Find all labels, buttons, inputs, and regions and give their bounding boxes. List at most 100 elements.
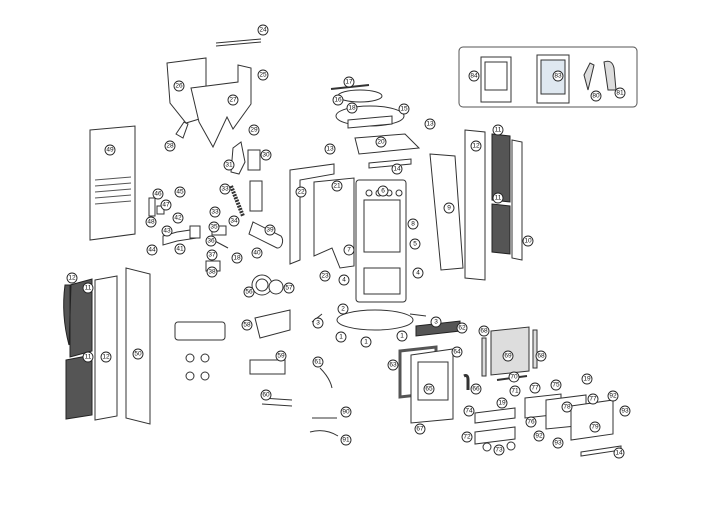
callout: 1 (396, 330, 408, 342)
svg-text:74: 74 (465, 408, 473, 415)
svg-text:4: 4 (342, 277, 346, 284)
callout: 76 (525, 416, 537, 428)
callout: 19 (496, 397, 508, 409)
svg-text:92: 92 (609, 393, 617, 400)
svg-text:50: 50 (134, 351, 142, 358)
callout: 2 (337, 303, 349, 315)
callout: 42 (172, 212, 184, 224)
callout: 31 (223, 159, 235, 171)
svg-text:78: 78 (563, 404, 571, 411)
callout: 90 (340, 406, 352, 418)
svg-text:1: 1 (339, 334, 343, 341)
svg-text:7: 7 (347, 247, 351, 254)
callout: 6 (377, 185, 389, 197)
callout: 79 (589, 421, 601, 433)
svg-text:19: 19 (498, 400, 506, 407)
svg-text:29: 29 (250, 127, 258, 134)
svg-text:2: 2 (341, 306, 345, 313)
svg-text:49: 49 (106, 147, 114, 154)
callout: 71 (509, 385, 521, 397)
callout: 91 (340, 434, 352, 446)
callout: 11 (82, 282, 94, 294)
callout: 18 (231, 252, 243, 264)
svg-text:33: 33 (211, 209, 219, 216)
callout: 10 (522, 235, 534, 247)
svg-text:59: 59 (277, 353, 285, 360)
svg-text:31: 31 (225, 162, 233, 169)
callout: 21 (331, 180, 343, 192)
callout: 92 (533, 430, 545, 442)
callout: 16 (332, 94, 344, 106)
callout: 45 (174, 186, 186, 198)
callout: 63 (387, 359, 399, 371)
callout: 22 (295, 186, 307, 198)
svg-text:69: 69 (504, 353, 512, 360)
svg-text:45: 45 (176, 189, 184, 196)
svg-text:90: 90 (342, 409, 350, 416)
svg-text:26: 26 (175, 83, 183, 90)
svg-text:19: 19 (583, 376, 591, 383)
svg-text:17: 17 (345, 79, 353, 86)
callout: 49 (104, 144, 116, 156)
svg-text:84: 84 (470, 73, 478, 80)
callout: 4 (412, 267, 424, 279)
svg-text:27: 27 (229, 97, 237, 104)
svg-text:37: 37 (208, 252, 216, 259)
callout: 44 (146, 244, 158, 256)
callout: 1 (360, 336, 372, 348)
callout: 47 (160, 199, 172, 211)
svg-text:22: 22 (297, 189, 305, 196)
svg-text:3: 3 (434, 319, 438, 326)
callout: 14 (613, 447, 625, 459)
callout: 25 (257, 69, 269, 81)
svg-text:5: 5 (413, 241, 417, 248)
callout: 33 (219, 183, 231, 195)
auger-assembly (205, 141, 284, 296)
callout: 77 (529, 382, 541, 394)
svg-text:33: 33 (221, 186, 229, 193)
callout: 70 (508, 371, 520, 383)
svg-text:41: 41 (176, 246, 184, 253)
svg-text:61: 61 (314, 359, 322, 366)
rear-panel-grille (94, 176, 132, 205)
svg-text:18: 18 (233, 255, 241, 262)
svg-text:57: 57 (285, 285, 293, 292)
callout: 43 (161, 225, 173, 237)
callout: 68 (535, 350, 547, 362)
svg-text:12: 12 (68, 275, 76, 282)
svg-text:93: 93 (621, 408, 629, 415)
svg-text:13: 13 (326, 146, 334, 153)
svg-text:92: 92 (535, 433, 543, 440)
callout: 61 (312, 356, 324, 368)
svg-text:3: 3 (316, 320, 320, 327)
svg-text:93: 93 (554, 440, 562, 447)
svg-text:21: 21 (333, 183, 341, 190)
callout: 4 (338, 274, 350, 286)
svg-text:11: 11 (85, 285, 92, 292)
callout: 62 (456, 322, 468, 334)
callout: 3 (430, 316, 442, 328)
svg-text:11: 11 (495, 195, 502, 202)
callout: 73 (493, 444, 505, 456)
svg-text:75: 75 (552, 382, 560, 389)
svg-text:47: 47 (162, 202, 170, 209)
callout: 74 (463, 405, 475, 417)
svg-text:13: 13 (426, 121, 434, 128)
callout: 75 (550, 379, 562, 391)
callout: 68 (478, 325, 490, 337)
svg-text:1: 1 (364, 339, 368, 346)
svg-text:64: 64 (453, 349, 461, 356)
callout: 78 (561, 401, 573, 413)
callout: 12 (100, 351, 112, 363)
svg-text:91: 91 (342, 437, 350, 444)
svg-text:77: 77 (531, 385, 539, 392)
svg-text:23: 23 (321, 273, 329, 280)
callout: 14 (391, 163, 403, 175)
svg-text:24: 24 (259, 27, 267, 34)
callout: 69 (502, 350, 514, 362)
svg-text:14: 14 (615, 450, 623, 457)
svg-text:71: 71 (511, 388, 519, 395)
callout: 26 (173, 80, 185, 92)
svg-text:4: 4 (416, 270, 420, 277)
svg-text:81: 81 (616, 90, 624, 97)
